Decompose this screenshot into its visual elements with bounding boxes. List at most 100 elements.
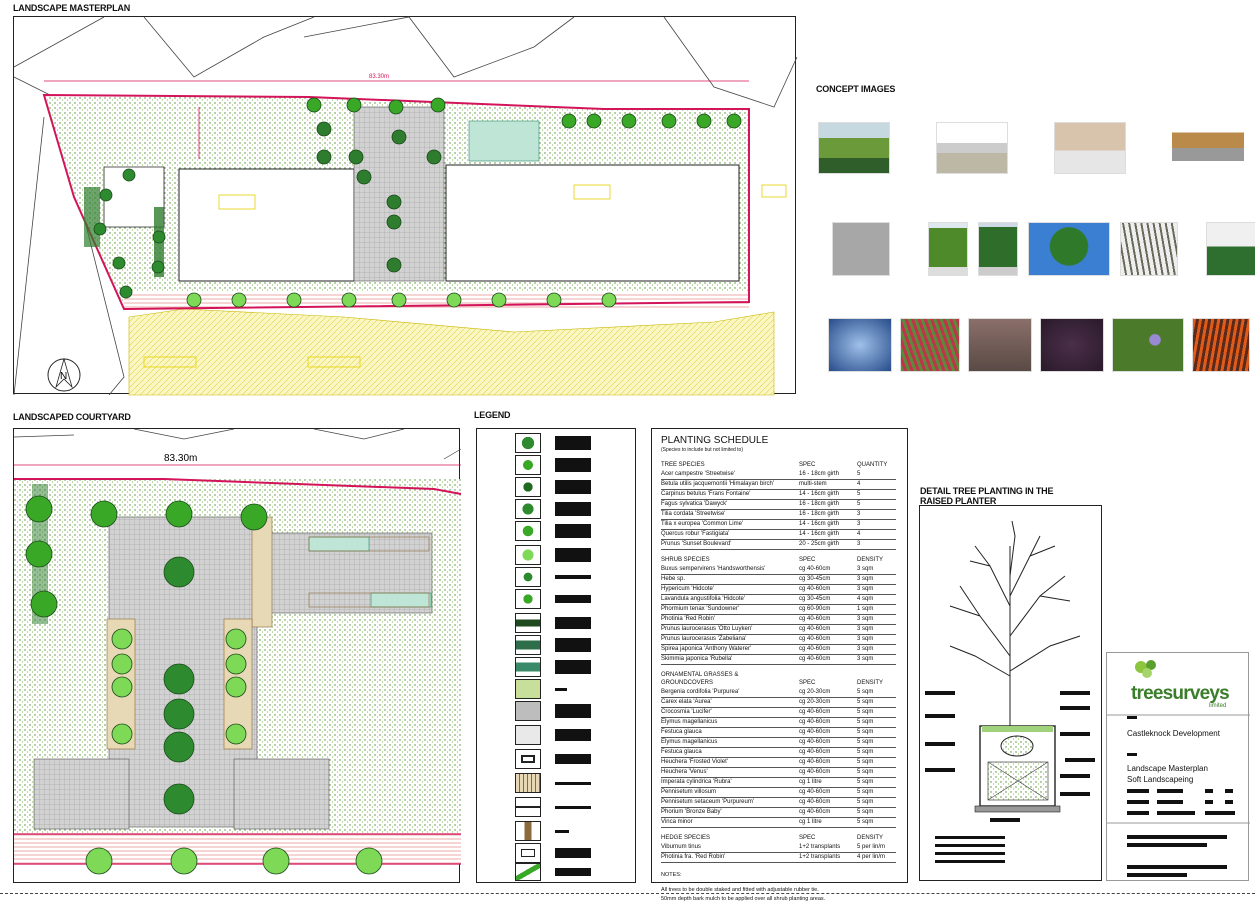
schedule-cell: 5 sqm [857, 769, 874, 775]
schedule-row: Prunus 'Sunset Boulevard'20 - 25cm girth… [661, 540, 896, 550]
tree-symbol [430, 97, 446, 113]
schedule-cell: 4 per lin/m [857, 854, 886, 860]
schedule-cell: 5 sqm [857, 779, 874, 785]
schedule-cell: Imperata cylindrica 'Rubra' [661, 779, 732, 785]
tree-symbol [111, 723, 133, 745]
schedule-cell: cg 40-60cm [799, 749, 831, 755]
tree-symbol [726, 113, 742, 129]
schedule-cell: 16 - 18cm girth [799, 511, 840, 517]
concept-image-paving [832, 222, 890, 276]
schedule-cell: cg 40-60cm [799, 809, 831, 815]
tree-symbol [391, 129, 407, 145]
tree-symbol [163, 698, 195, 730]
schedule-row: Prunus laurocerasus 'Zabeliana'cg 40-60c… [661, 635, 896, 645]
concept-image-grass-mounds [818, 122, 890, 174]
schedule-cell: cg 30-45cm [799, 596, 831, 602]
schedule-row: Lavandula angustifolia 'Hidcote'cg 30-45… [661, 595, 896, 605]
schedule-cell: 5 sqm [857, 819, 874, 825]
schedule-cell: Prunus laurocerasus 'Otto Luyken' [661, 626, 753, 632]
concept-image-cycle-stands [936, 122, 1008, 174]
legend-item-tree-3 [515, 477, 615, 497]
tree-symbol [186, 292, 202, 308]
schedule-cell: cg 40-60cm [799, 709, 831, 715]
legend-item-bench [515, 843, 615, 863]
schedule-header-cell: DENSITY [857, 557, 884, 563]
schedule-cell: cg 40-60cm [799, 646, 831, 652]
schedule-cell: Carpinus betulus 'Frans Fontaine' [661, 491, 751, 497]
legend-item-paving [515, 701, 615, 721]
concept-image-pennisetum [968, 318, 1032, 372]
tree-symbol [388, 99, 404, 115]
schedule-cell: 3 [857, 541, 861, 547]
legend-item-hedge-2 [515, 635, 615, 655]
schedule-row: Vinca minor cg 1 litre 5 sqm [661, 818, 896, 828]
schedule-cell: cg 40-60cm [799, 759, 831, 765]
schedule-cell: Vinca minor [661, 819, 693, 825]
title-block: treesurveys limited Castleknock Developm… [1106, 652, 1250, 881]
schedule-cell: Fagus sylvatica 'Dawyck' [661, 501, 728, 507]
tree-symbol [163, 783, 195, 815]
project-label-block [1127, 716, 1137, 719]
schedule-cell: cg 20-30cm [799, 699, 831, 705]
tree-symbol [348, 149, 364, 165]
schedule-cell: 3 [857, 511, 861, 517]
tree-symbol [163, 663, 195, 695]
schedule-note: 50mm depth bark mulch to be applied over… [661, 896, 826, 902]
title-block-field [1157, 800, 1183, 804]
detail-title-1: DETAIL TREE PLANTING IN THE [920, 486, 1054, 496]
concept-images [808, 118, 1255, 378]
schedule-cell: 5 sqm [857, 739, 874, 745]
masterplan-frame: N 83.30m [13, 16, 798, 396]
tree-symbol [546, 292, 562, 308]
schedule-row: Betula utilis jacquemontii 'Himalayan bi… [661, 480, 896, 490]
schedule-cell: Phorium 'Bronze Baby' [661, 809, 722, 815]
schedule-cell: 5 per lin/m [857, 844, 886, 850]
tree-symbol [225, 723, 247, 745]
title-block-field [1205, 811, 1235, 815]
schedule-cell: multi-stem [799, 481, 827, 487]
north-label: N [60, 371, 67, 382]
legend-item-planting-arrow [515, 863, 615, 881]
tree-symbol [99, 188, 113, 202]
title-block-field [1205, 800, 1213, 804]
schedule-cell: 14 - 16cm girth [799, 531, 840, 537]
schedule-notes-title: NOTES: [661, 872, 682, 878]
schedule-cell: 3 sqm [857, 616, 874, 622]
schedule-header-cell: TREE SPECIES [661, 462, 705, 468]
detail-annotation-block [1060, 732, 1090, 736]
schedule-header-cell: GROUNDCOVERS [661, 680, 714, 686]
courtyard-frame: 83.30m [13, 428, 462, 883]
schedule-row: Bergenia cordifolia 'Purpurea'cg 20-30cm… [661, 688, 896, 698]
schedule-header-cell: SPEC [799, 557, 816, 563]
courtyard-trees [25, 495, 383, 875]
title-block-field [1127, 789, 1149, 793]
title-block-field [1157, 789, 1183, 793]
schedule-cell: 5 sqm [857, 709, 874, 715]
masterplan-title: LANDSCAPE MASTERPLAN [13, 3, 131, 13]
schedule-header-cell: HEDGE SPECIES [661, 835, 711, 841]
legend-item-decking [515, 773, 615, 793]
legend-item-tree-4 [515, 499, 615, 519]
schedule-cell: Pennisetum setaceum 'Purpureum' [661, 799, 755, 805]
schedule-header-cell: DENSITY [857, 680, 884, 686]
tree-symbol [346, 97, 362, 113]
schedule-cell: 5 sqm [857, 799, 874, 805]
schedule-subtitle: (Species to include but not limited to) [661, 447, 743, 453]
schedule-cell: 14 - 16cm girth [799, 521, 840, 527]
schedule-row: Quercus robur 'Fastigiata'14 - 16cm girt… [661, 530, 896, 540]
tree-symbol [306, 97, 322, 113]
tree-symbol [163, 556, 195, 588]
schedule-cell: cg 1 litre [799, 819, 822, 825]
detail-annotation-block [925, 742, 955, 746]
sheet-border-line [0, 893, 1255, 894]
schedule-cell: 1+2 transplants [799, 844, 841, 850]
tree-symbol [601, 292, 617, 308]
tree-symbol [341, 292, 357, 308]
